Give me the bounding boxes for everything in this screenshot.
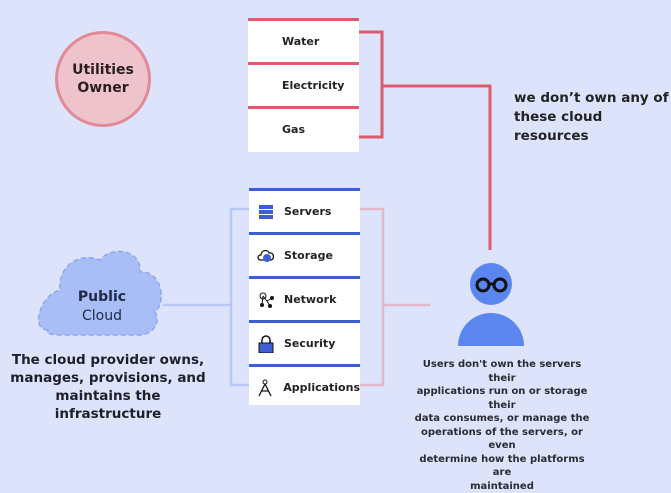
resource-label: Security	[284, 337, 335, 350]
ownership-note: we don’t own any of these cloud resource…	[514, 89, 671, 146]
cloud-line2: Cloud	[52, 307, 152, 326]
utility-label: Electricity	[282, 79, 344, 92]
cloud-resources-list: Servers Storage Network Security Applica…	[249, 188, 360, 405]
public-cloud-label: Public Cloud	[52, 288, 152, 326]
lock-icon	[257, 335, 274, 352]
note-line: we don’t own any of	[514, 89, 671, 108]
resource-label: Applications	[283, 381, 360, 394]
text-line: data consumes, or manage the	[412, 412, 592, 426]
resource-label: Network	[284, 293, 336, 306]
provider-description: The cloud provider owns, manages, provis…	[4, 351, 212, 423]
owner-line1: Utilities	[72, 62, 134, 78]
text-line: manages, provisions, and	[4, 369, 212, 387]
resource-label: Servers	[284, 205, 331, 218]
resource-network: Network	[249, 276, 360, 320]
users-description: Users don't own the servers their applic…	[412, 358, 592, 493]
compass-icon	[257, 379, 273, 396]
resource-security: Security	[249, 320, 360, 364]
text-line: maintained	[412, 480, 592, 493]
utility-label: Gas	[282, 123, 305, 136]
utility-electricity: Electricity	[248, 62, 359, 106]
cloud-line1: Public	[52, 288, 152, 307]
text-line: The cloud provider owns,	[4, 351, 212, 369]
utility-water: Water	[248, 18, 359, 62]
text-line: operations of the servers, or even	[412, 426, 592, 453]
resource-storage: Storage	[249, 232, 360, 276]
network-icon	[257, 291, 274, 308]
text-line: maintains the infrastructure	[4, 387, 212, 423]
resource-label: Storage	[284, 249, 333, 262]
utility-label: Water	[282, 35, 319, 48]
utility-gas: Gas	[248, 106, 359, 150]
owner-line2: Owner	[77, 80, 128, 96]
resource-servers: Servers	[249, 188, 360, 232]
note-line: these cloud resources	[514, 108, 671, 146]
server-icon	[257, 203, 274, 220]
user-avatar-icon	[458, 263, 524, 346]
resource-applications: Applications	[249, 364, 360, 408]
text-line: Users don't own the servers their	[412, 358, 592, 385]
cloud-storage-icon	[257, 247, 274, 264]
utilities-list: Water Electricity Gas	[248, 18, 359, 152]
text-line: applications run on or storage their	[412, 385, 592, 412]
text-line: determine how the platforms are	[412, 453, 592, 480]
